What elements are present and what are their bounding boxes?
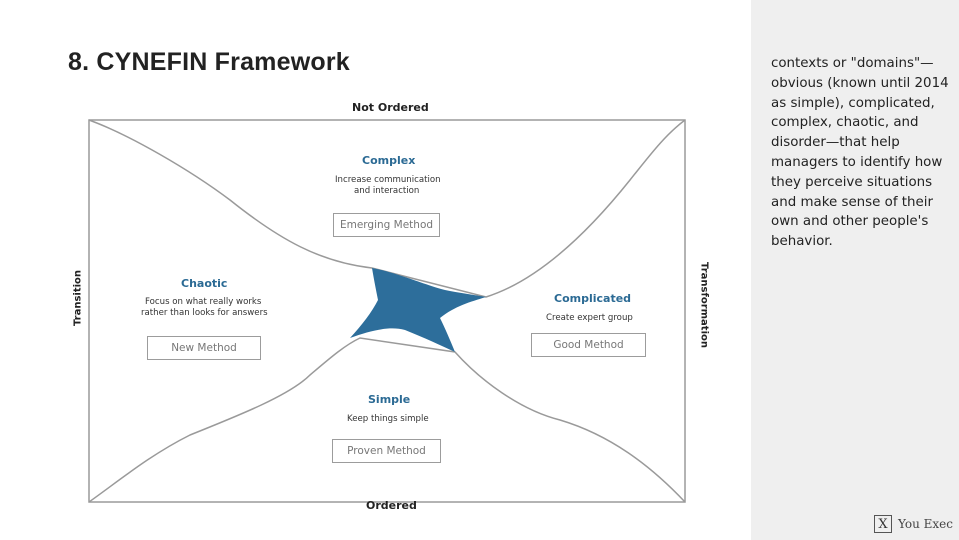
bottom-boundary-curve [88, 337, 686, 503]
framework-border [88, 119, 686, 503]
simple-desc: Keep things simple [347, 414, 429, 424]
complex-desc-line1: Increase communication [335, 175, 441, 185]
good-method-box: Good Method [531, 333, 646, 357]
not-ordered-label: Not Ordered [352, 101, 429, 114]
new-method-box: New Method [147, 336, 261, 360]
chaotic-desc-line1: Focus on what really works [145, 297, 262, 307]
chaotic-desc-line2: rather than looks for answers [141, 308, 268, 318]
complex-desc-line2: and interaction [354, 186, 420, 196]
logo-mark: X [874, 515, 892, 533]
emerging-method-box: Emerging Method [333, 213, 440, 237]
side-panel [751, 0, 959, 540]
simple-title: Simple [368, 393, 411, 406]
ordered-label: Ordered [366, 499, 417, 512]
you-exec-logo: X You Exec [874, 515, 953, 533]
transformation-label: Transformation [698, 262, 710, 348]
complicated-title: Complicated [554, 292, 632, 305]
complex-title: Complex [362, 154, 416, 167]
proven-method-box: Proven Method [332, 439, 441, 463]
top-boundary-curve [88, 119, 686, 298]
logo-text: You Exec [898, 517, 953, 531]
transition-label: Transition [72, 269, 84, 327]
slide-title: 8. CYNEFIN Framework [68, 48, 350, 76]
complicated-desc: Create expert group [546, 313, 633, 323]
disorder-center-shape [350, 268, 486, 352]
chaotic-title: Chaotic [181, 277, 228, 290]
side-description: contexts or "domains"—obvious (known unt… [771, 56, 949, 250]
